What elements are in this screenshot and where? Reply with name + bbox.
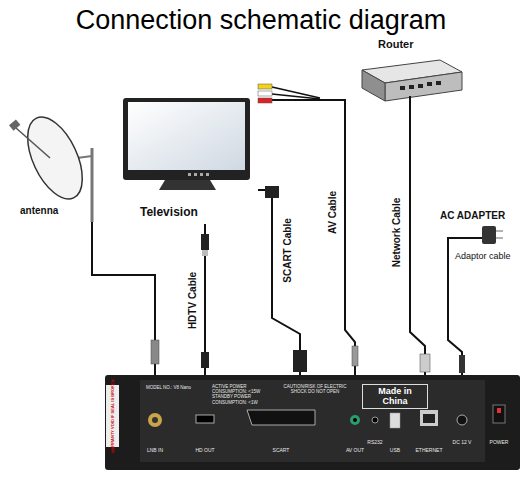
panel-label: HD OUT bbox=[190, 448, 220, 454]
scart-plug bbox=[265, 186, 279, 198]
receiver-rear-panel bbox=[105, 375, 520, 470]
diagram-title: Connection schematic diagram bbox=[0, 5, 522, 36]
device-node: antenna bbox=[5, 115, 102, 222]
panel-label: ETHERNET bbox=[415, 448, 443, 454]
cable-plugs bbox=[151, 234, 465, 373]
panel-label: AV OUT bbox=[345, 448, 365, 454]
device-label: Adaptor cable bbox=[455, 251, 511, 261]
device-label: antenna bbox=[20, 205, 58, 217]
panel-label: USB bbox=[387, 448, 403, 454]
panel-label: LNB IN bbox=[140, 448, 170, 454]
cable-label: AV Cable bbox=[327, 188, 338, 235]
television bbox=[123, 98, 250, 190]
cable-label: SCART Cable bbox=[281, 216, 292, 284]
panel-label: WARRANTY VOID IF SEAL IS BROKEN bbox=[110, 379, 115, 453]
panel-label: RS232 bbox=[365, 440, 385, 446]
cable bbox=[92, 222, 155, 375]
receiver-box: MODEL NO.: V8 Nano ACTIVE POWER CONSUMPTI… bbox=[105, 375, 520, 470]
device-label: Router bbox=[378, 38, 413, 51]
device-label: AC ADAPTER bbox=[440, 210, 505, 222]
panel-label: CAUTION/RISK OF ELECTRIC SHOCK DO NOT OP… bbox=[283, 384, 347, 394]
panel-label: ACTIVE POWER CONSUMPTION: <15W STANDBY P… bbox=[212, 384, 280, 405]
router bbox=[362, 60, 462, 110]
cable bbox=[258, 190, 300, 375]
panel-label: Made in China bbox=[362, 384, 428, 409]
satellite-dish bbox=[9, 109, 94, 222]
rca-plugs bbox=[258, 84, 320, 103]
device-node: Router bbox=[355, 35, 465, 110]
cable bbox=[258, 100, 355, 375]
panel-label: DC 12 V bbox=[450, 440, 474, 446]
cable-label: HDTV Cable bbox=[187, 269, 198, 330]
television-node: Television bbox=[118, 92, 258, 224]
device-node: AC ADAPTER Adaptor cable bbox=[435, 205, 520, 266]
panel-label: POWER bbox=[487, 440, 511, 446]
cable-label: Network Cable bbox=[392, 195, 403, 268]
cable bbox=[410, 110, 425, 375]
panel-label: MODEL NO.: V8 Nano bbox=[146, 385, 204, 390]
device-label: Television bbox=[140, 206, 198, 220]
panel-label: SCART bbox=[266, 448, 296, 454]
